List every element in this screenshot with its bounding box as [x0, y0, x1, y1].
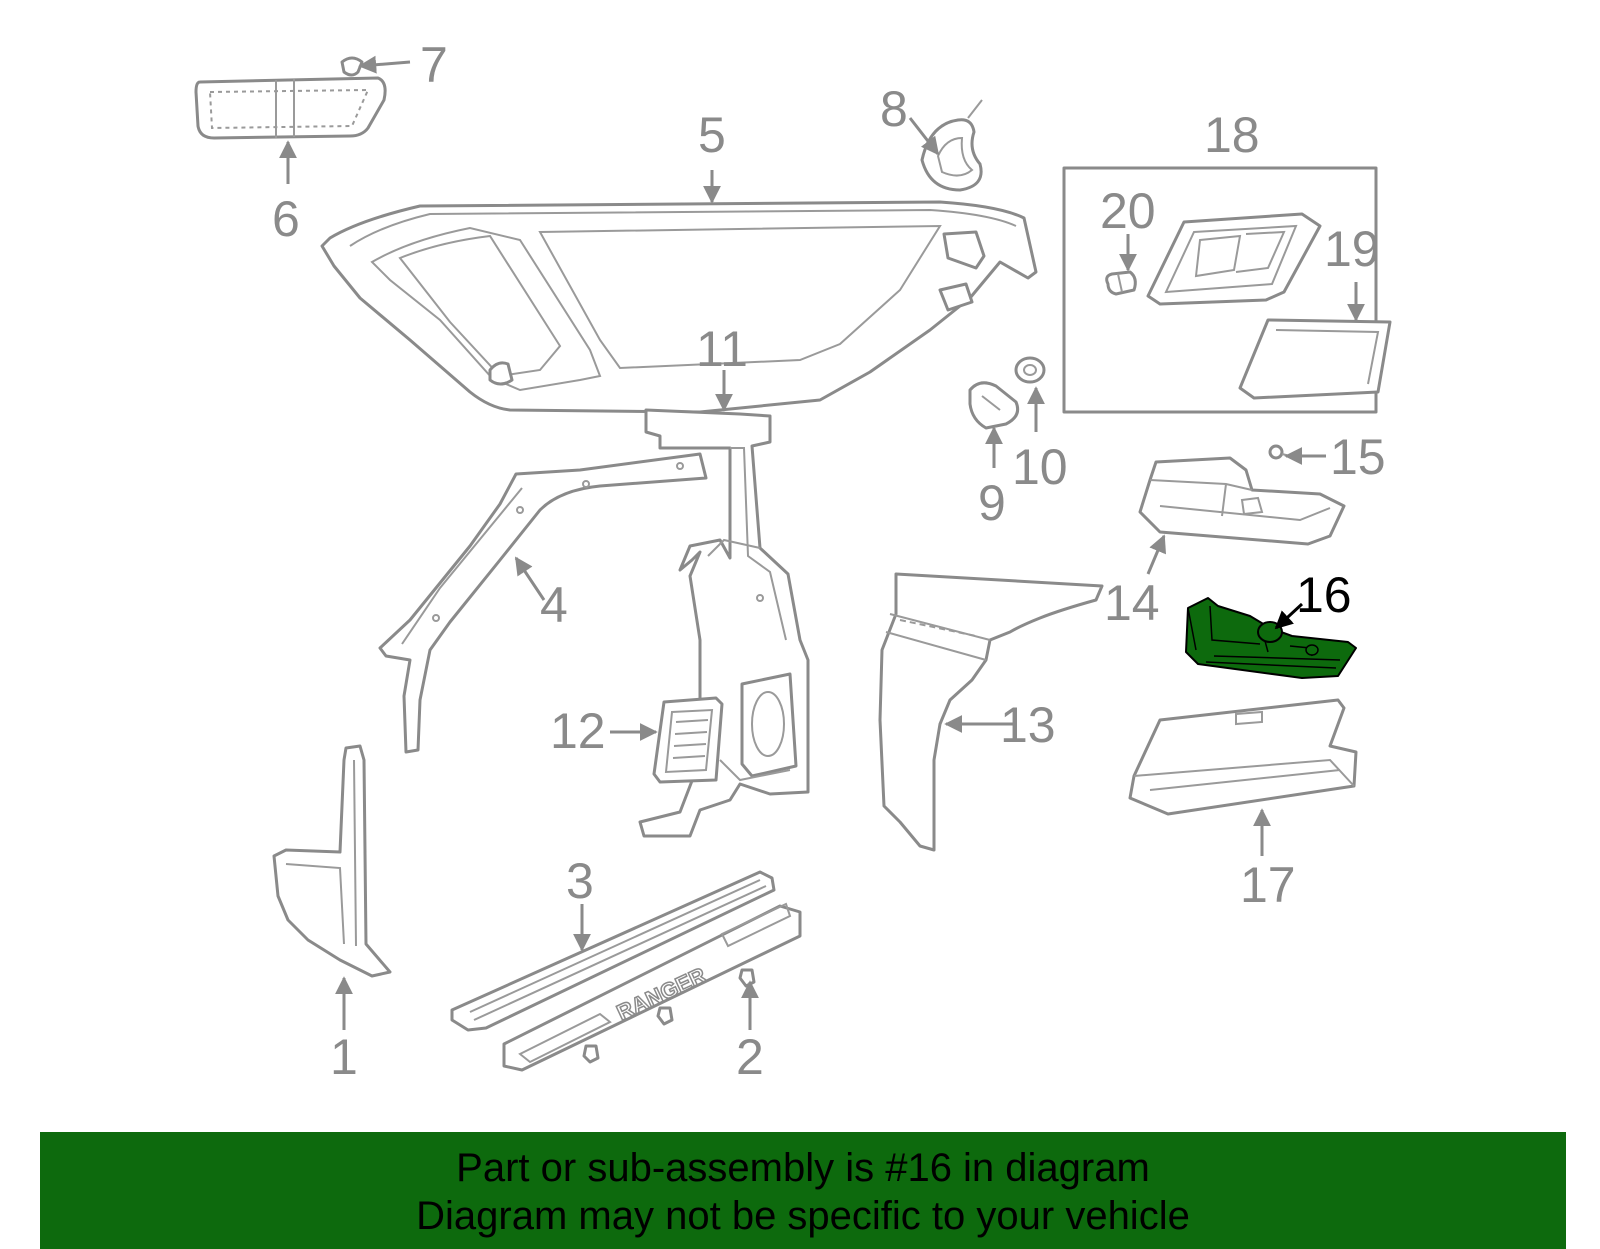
part-14-console: [1138, 456, 1346, 546]
callout-20: 20: [1100, 183, 1156, 239]
banner-line-1: Part or sub-assembly is #16 in diagram: [456, 1146, 1150, 1190]
callout-8: 8: [880, 81, 908, 137]
part-18-lamp-housing: [1146, 212, 1322, 306]
part-3-scuff-plate: [450, 870, 776, 1032]
part-11-quarter-trim: [638, 408, 810, 838]
part-4-pillar-trim: [378, 452, 708, 754]
part-6-sun-visor: [194, 76, 387, 140]
callout-1: 1: [330, 1029, 358, 1085]
part-5-headliner: [320, 200, 1038, 414]
callout-18: 18: [1204, 107, 1260, 163]
callout-19: 19: [1324, 221, 1380, 277]
part-7-visor-clip: [340, 56, 364, 77]
callout-16[interactable]: 16: [1296, 567, 1352, 623]
callout-4: 4: [540, 577, 568, 633]
callout-7: 7: [420, 37, 448, 93]
callout-3: 3: [566, 853, 594, 909]
part-19-lens: [1238, 318, 1392, 400]
callout-5: 5: [698, 107, 726, 163]
callout-17: 17: [1240, 857, 1296, 913]
callout-15: 15: [1330, 429, 1386, 485]
callout-10: 10: [1012, 439, 1068, 495]
info-banner: Part or sub-assembly is #16 in diagram D…: [40, 1132, 1566, 1249]
part-20-bulb: [1105, 270, 1137, 296]
callout-14: 14: [1104, 575, 1160, 631]
callout-11: 11: [696, 321, 748, 377]
callout-2: 2: [736, 1029, 764, 1085]
part-12-speaker-grille: [652, 696, 724, 784]
banner-line-2: Diagram may not be specific to your vehi…: [416, 1194, 1190, 1238]
part-9-clip: [968, 381, 1020, 430]
callout-9: 9: [978, 475, 1006, 531]
callout-labels: 1 2 3 4 5 6 7 8 9 10 11 12 13 14 15 16 1…: [272, 37, 1386, 1085]
part-17-tray: [1128, 698, 1358, 816]
parts-diagram: RANGER 1 2 3 4 5 6 7 8 9 10: [194, 37, 1392, 1085]
part-18-console-kit: [1062, 166, 1378, 414]
callout-13: 13: [1000, 697, 1056, 753]
part-10-clip: [1014, 356, 1046, 384]
part-13-quarter-panel: [878, 572, 1104, 852]
callout-12: 12: [550, 703, 606, 759]
part-1-cowl-trim: [272, 744, 392, 978]
leader-lines: [279, 55, 1365, 1030]
callout-6: 6: [272, 191, 300, 247]
